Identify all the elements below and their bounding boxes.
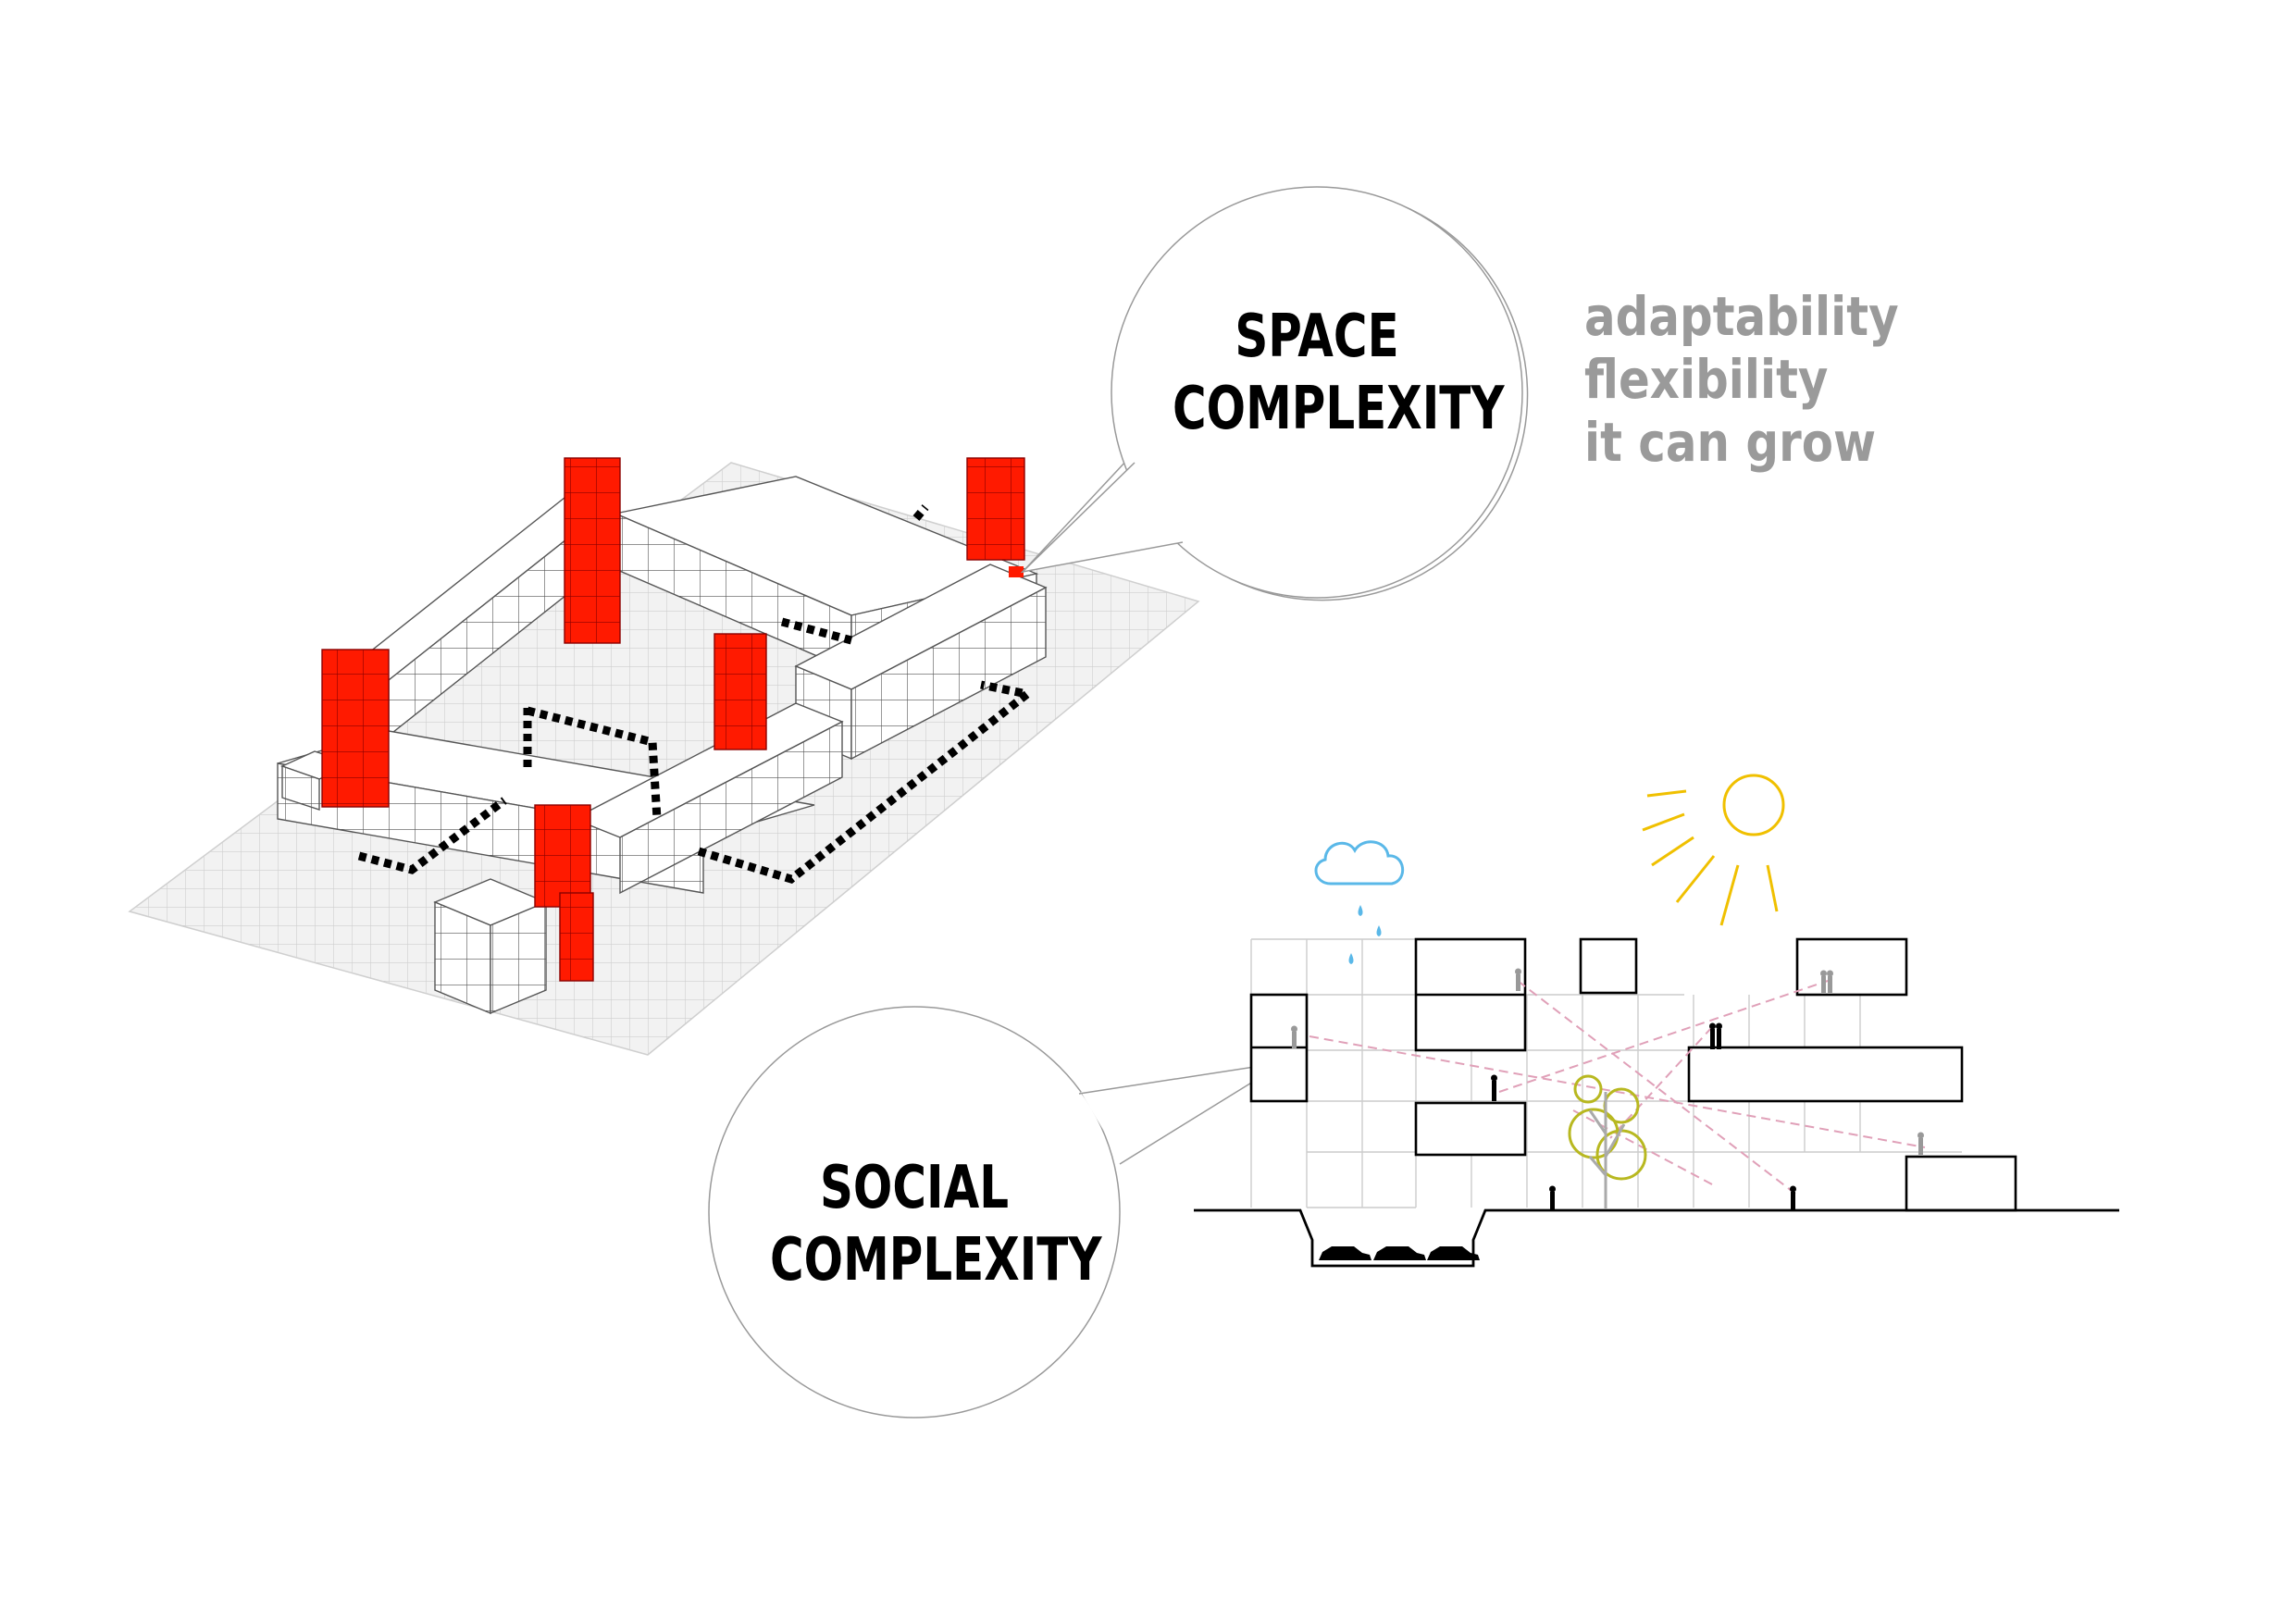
volume-small: [1579, 937, 1638, 995]
cloud-icon: [1314, 840, 1405, 964]
red-circulation-cores: [321, 457, 1025, 982]
path-3: [526, 706, 662, 820]
keyword-it-can-grow: it can grow: [1584, 411, 1877, 474]
block-right-bar-side: [850, 586, 1047, 761]
space-complexity-label: SPACE COMPLEXITY: [1173, 301, 1505, 445]
keyword-list: adaptability flexibility it can grow: [1584, 285, 1899, 474]
path-1: [357, 797, 507, 874]
circulation-paths: [357, 504, 1037, 884]
volumes: [1249, 937, 2017, 1212]
block-left-small-front: [281, 765, 320, 811]
social-bubble-circle: [708, 1006, 1121, 1419]
red-core-6: [559, 892, 594, 982]
red-core-1: [564, 457, 621, 644]
sightlines: [1309, 980, 1926, 1195]
red-core-4: [966, 457, 1025, 561]
ground-plane: [0, 0, 1, 1]
social-label-line2: COMPLEXITY: [770, 1226, 1102, 1295]
keyword-flexibility: flexibility: [1584, 348, 1829, 411]
block-front-stack-right: [490, 900, 547, 1015]
volume-center-low: [1414, 1101, 1527, 1157]
space-bubble-circle: [1111, 186, 1523, 599]
space-label-line2: COMPLEXITY: [1173, 375, 1505, 444]
person-icon: [1491, 1022, 1796, 1210]
car-icon: [1319, 1246, 1480, 1260]
volume-low-right: [1905, 1155, 2017, 1212]
space-speech-bubble: [1020, 186, 1529, 601]
red-core-5: [534, 804, 591, 908]
section-grid: [1250, 938, 1962, 1208]
volume-long-right: [1687, 1046, 1964, 1103]
keyword-adaptability: adaptability: [1584, 285, 1899, 348]
social-speech-bubble: [708, 1006, 1285, 1419]
tree-icon: [1568, 1074, 1647, 1208]
block-mid-bar-side: [619, 720, 843, 895]
red-core-2: [321, 649, 390, 808]
isometric-massing: [0, 0, 1200, 1056]
red-core-3: [714, 633, 767, 750]
social-bubble-tail: [1081, 1062, 1285, 1161]
ground-grid: [0, 0, 1, 1]
space-bubble-tail: [1023, 463, 1183, 572]
social-label-line1: SOCIAL: [819, 1154, 1010, 1222]
path-6: [912, 504, 929, 521]
social-complexity-label: SOCIAL COMPLEXITY: [770, 1152, 1102, 1296]
person-icon-gray: [1291, 968, 1924, 1155]
ground-line: [1194, 1208, 2119, 1268]
space-bubble-tail-edge: [1020, 462, 1184, 574]
sun-icon: [1642, 774, 1785, 926]
space-label-line1: SPACE: [1235, 303, 1399, 371]
building-section: [1194, 774, 2119, 1268]
red-core-7: [1009, 566, 1024, 577]
path-4: [697, 680, 1037, 884]
